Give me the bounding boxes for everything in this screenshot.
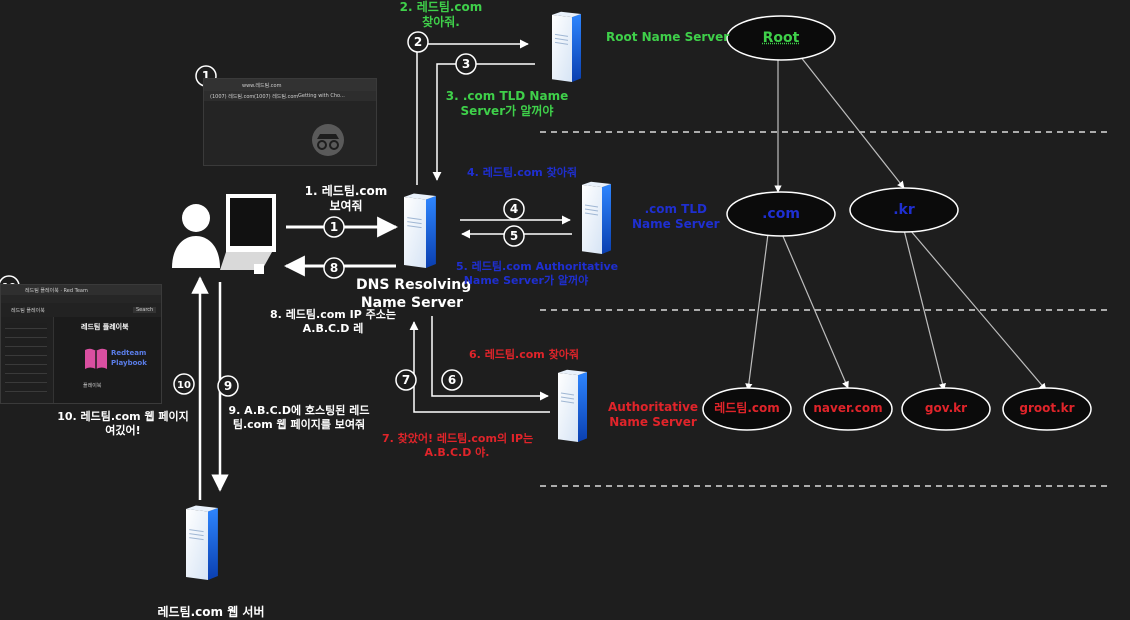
tree-edge: [903, 229, 946, 391]
arrow-step-3: [432, 63, 535, 181]
step-badge-6: [441, 369, 463, 391]
tree-node-naver: [803, 387, 893, 431]
tree-label-kr: .kr: [893, 202, 915, 218]
label-web-server: 레드팀.com 웹 서버: [157, 605, 265, 619]
tree-label-com: .com: [762, 206, 800, 222]
webpage-sidebar-lines: [5, 323, 47, 393]
tree-node-root: [726, 15, 836, 61]
step-badge-label: 4: [510, 202, 518, 216]
tree-edge: [909, 229, 1047, 391]
tree-edge: [745, 233, 769, 391]
webpage-tabbar: [1, 285, 161, 295]
bookmark-item: (1007) 레드팀.com: [210, 94, 255, 100]
step-badge-1: [323, 216, 345, 238]
step-7-text: 7. 찾았어! 레드팀.com의 IP는 A.B.C.D 야.: [382, 432, 534, 459]
webpage-caption: 플레이북: [83, 383, 102, 389]
browser-toolbar: [204, 79, 376, 91]
user-icon: [172, 204, 220, 268]
tree-node-redteam: [702, 387, 792, 431]
step-badge-label: 2: [414, 35, 422, 49]
bookmark-item: Getting with Cho...: [298, 93, 345, 99]
book-logo-icon: [85, 348, 107, 369]
arrow-step-7: [409, 321, 550, 413]
webpage-addressbar: [1, 295, 161, 303]
step-badge-label: 7: [402, 373, 410, 387]
tree-label-root: Root: [762, 30, 800, 46]
step-badge-9: [217, 375, 239, 397]
step-1-text: 1. 레드팀.com 보여줘: [304, 184, 388, 213]
step-badge-label: 10: [177, 380, 191, 391]
tld-server-icon: [582, 181, 611, 254]
step-badge-2: [407, 31, 429, 53]
step-2-text: 2. 레드팀.com 찾아줘.: [399, 0, 483, 29]
tree-label-naver: naver.com: [813, 401, 883, 415]
webpage-tab: 레드팀 플레이북 · Red Team: [25, 288, 88, 294]
computer-icon: [220, 194, 276, 274]
label-dns-server: DNS Resolving Name Server: [356, 277, 472, 311]
browser-url: www.레드팀.com: [242, 83, 282, 89]
label-tld-server: .com TLD Name Server: [632, 202, 720, 231]
tree-node-com: [726, 191, 836, 237]
step-6-text: 6. 레드팀.com 찾아줘: [469, 348, 579, 361]
bookmark-bar: [204, 91, 376, 101]
step-badge-label: 1: [330, 220, 338, 234]
tree-edge: [781, 233, 849, 389]
webpage-nav: [1, 303, 161, 317]
label-root-server: Root Name Server: [606, 30, 730, 44]
step-badge-3: [455, 53, 477, 75]
step-10-text: 10. 레드팀.com 웹 페이지 여깄어!: [57, 410, 189, 437]
step-5-text: 5. 레드팀.com Authoritative Name Server가 알꺼…: [456, 260, 619, 287]
tree-label-redteam: 레드팀.com: [714, 401, 780, 415]
step-badge-5: [503, 225, 525, 247]
root-server-icon: [552, 11, 581, 82]
step-badge-4: [503, 198, 525, 220]
tree-node-gov: [901, 387, 991, 431]
step-badge-8: [323, 257, 345, 279]
step-badge-label: 6: [448, 373, 456, 387]
arrow-step-6: [431, 316, 549, 401]
tree-label-gov: gov.kr: [924, 401, 968, 415]
step-badge-label: 8: [330, 261, 338, 275]
step-badge-label: 9: [224, 379, 232, 393]
step-badge-7: [395, 369, 417, 391]
step-4-text: 4. 레드팀.com 찾아줘: [467, 166, 577, 179]
webpage-search[interactable]: Search: [133, 307, 157, 313]
auth-server-icon: [558, 369, 587, 442]
step-badge-label: 5: [510, 229, 518, 243]
step-badge-10: [173, 373, 195, 395]
webpage-sidebar-title: 레드팀 플레이북: [11, 308, 45, 314]
step-3-text: 3. .com TLD Name Server가 알꺼야: [445, 89, 569, 118]
dns-server-icon: [404, 193, 436, 268]
webpage-screenshot: 레드팀 플레이북 · Red Team 레드팀 플레이북 Search 레드팀 …: [0, 284, 162, 404]
bookmark-item: (1007) 레드팀.com: [254, 94, 299, 100]
tree-node-kr: [849, 187, 959, 233]
label-auth-server: Authoritative Name Server: [608, 400, 699, 429]
tree-edge: [799, 55, 905, 189]
tree-label-groot: groot.kr: [1019, 401, 1075, 415]
incognito-icon: [312, 124, 344, 156]
tree-node-groot: [1002, 387, 1092, 431]
logo-text-playbook: Playbook: [111, 359, 147, 367]
webpage-heading: 레드팀 플레이북: [81, 323, 129, 331]
logo-text-redteam: Redteam: [111, 349, 147, 357]
web-server-icon: [186, 505, 218, 580]
browser-screenshot: www.레드팀.com (1007) 레드팀.com (1007) 레드팀.co…: [203, 78, 377, 166]
step-9-text: 9. A.B.C.D에 호스팅된 레드 팀.com 웹 페이지를 보여줘: [228, 404, 370, 431]
step-badge-label: 1: [202, 69, 210, 83]
step-badge-label: 3: [462, 57, 470, 71]
step-8-text: 8. 레드팀.com IP 주소는 A.B.C.D 레: [270, 308, 396, 335]
